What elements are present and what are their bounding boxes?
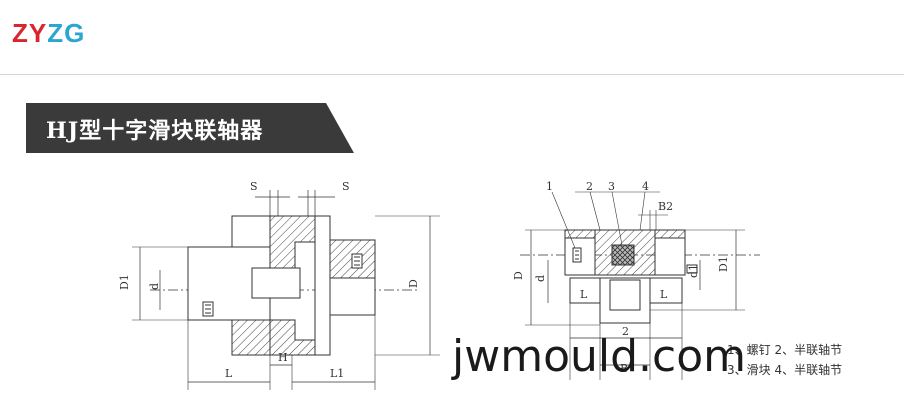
right-label-part-3: 3 <box>608 180 615 193</box>
left-label-l1: L1 <box>330 367 344 380</box>
legend-line-2: 3、滑块 4、半联轴节 <box>727 363 843 377</box>
title-banner-shape <box>26 103 354 153</box>
right-label-b: B <box>620 362 628 375</box>
header-divider <box>0 74 904 75</box>
left-label-d: d <box>148 283 161 290</box>
right-label-part-1: 1 <box>546 180 553 193</box>
brand-logo-part2: ZG <box>47 18 86 48</box>
left-label-d1: D1 <box>118 274 131 290</box>
right-label-d1: d1 <box>687 264 700 278</box>
right-label-b2: B2 <box>658 200 673 213</box>
left-label-h: H <box>278 351 288 364</box>
left-label-s-right: S <box>342 180 350 193</box>
right-label-part-2: 2 <box>586 180 593 193</box>
brand-logo: ZYZG <box>12 18 85 49</box>
left-coupling-view <box>132 190 440 390</box>
right-label-l-right: L <box>660 288 668 301</box>
page-title: HJ型十字滑块联轴器 <box>46 118 264 144</box>
right-label-l-left: L <box>580 288 588 301</box>
right-label-part-4: 4 <box>642 180 649 193</box>
technical-drawing: S S D1 d D L H L1 <box>118 180 760 390</box>
right-label-two: 2 <box>622 325 629 338</box>
title-banner: HJ型十字滑块联轴器 <box>26 103 356 153</box>
right-label-d: d <box>534 275 547 282</box>
left-label-s-left: S <box>250 180 258 193</box>
left-label-big-d: D <box>407 279 420 288</box>
left-label-l: L <box>225 367 233 380</box>
watermark-text: jwmould.com <box>452 331 746 382</box>
right-label-big-d: D <box>512 271 525 280</box>
brand-logo-part1: ZY <box>12 18 48 48</box>
right-coupling-view <box>520 191 760 380</box>
legend-line-1: 1、螺钉 2、半联轴节 <box>727 343 843 357</box>
parts-legend: 1、螺钉 2、半联轴节 3、滑块 4、半联轴节 <box>727 340 842 380</box>
right-label-big-d1: D1 <box>717 256 730 272</box>
